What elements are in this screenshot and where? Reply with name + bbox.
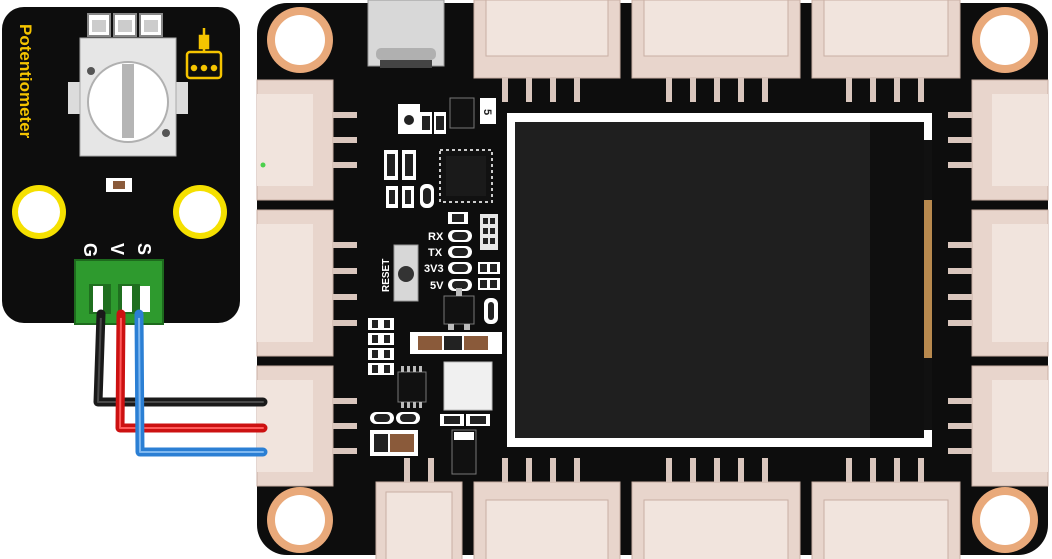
potentiometer-symbol-icon xyxy=(185,28,223,80)
pin-label-signal: S xyxy=(134,243,154,255)
wire-signal xyxy=(134,309,268,457)
lcd-display xyxy=(507,113,932,447)
smd-components: 5 xyxy=(384,97,496,208)
top-connectors xyxy=(473,0,961,79)
pin-label-gnd: G xyxy=(80,243,100,257)
terminal-connector xyxy=(74,259,164,325)
module-title: Potentiometer xyxy=(16,24,35,139)
potentiometer-knob xyxy=(68,13,188,157)
reset-label: RESET xyxy=(381,259,392,292)
smd-components-middle xyxy=(368,288,502,475)
wire-gnd xyxy=(93,309,268,407)
main-board: 5 RX TX 3V3 5V xyxy=(256,0,1049,559)
microcontroller-chip xyxy=(439,149,493,203)
smd-resistor xyxy=(106,178,132,192)
wires xyxy=(93,309,268,457)
left-connectors xyxy=(256,79,357,487)
led-label-tx: TX xyxy=(428,247,443,259)
wire-vcc xyxy=(115,309,268,433)
potentiometer-module: Potentiometer xyxy=(2,7,240,325)
pin-label-vcc: V xyxy=(107,243,127,255)
bottom-connectors xyxy=(375,481,961,559)
led-label-rx: RX xyxy=(428,231,444,243)
right-connectors xyxy=(948,79,1049,487)
led-label-5v: 5V xyxy=(430,280,444,292)
usb-c-port xyxy=(367,0,445,68)
led-label-3v3: 3V3 xyxy=(424,263,444,275)
status-leds: RX TX 3V3 5V xyxy=(424,212,500,292)
regulator-marking: 5 xyxy=(481,109,493,115)
mount-holes xyxy=(267,7,1038,553)
reset-button[interactable]: RESET xyxy=(381,244,419,302)
